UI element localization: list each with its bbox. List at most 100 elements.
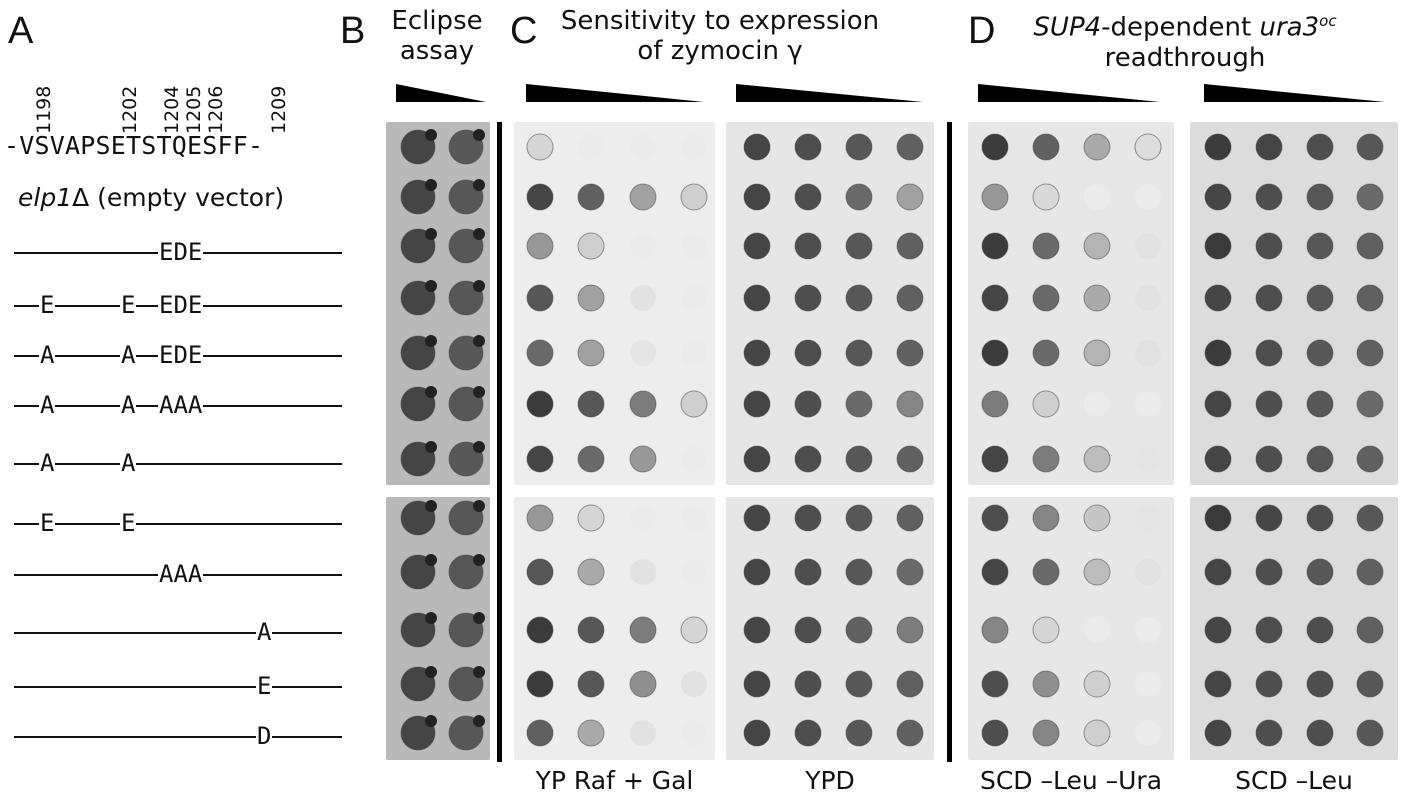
yeast-spot-d1 (1135, 559, 1161, 585)
yeast-spot-d1 (981, 133, 1009, 161)
tester-spot-b (425, 554, 437, 566)
yeast-spot-c1 (630, 559, 656, 585)
yeast-spot-c1 (629, 445, 657, 473)
yeast-spot-c2 (743, 719, 771, 747)
yeast-spot-d1 (1135, 340, 1161, 366)
yeast-spot-d1 (981, 445, 1009, 473)
yeast-spot-d1 (1083, 133, 1111, 161)
mutant-label: EDE (158, 341, 204, 369)
mutant-label: AAA (158, 560, 204, 588)
yeast-spot-d1 (1084, 184, 1110, 210)
medium-label-yp-raf-gal: YP Raf + Gal (535, 766, 694, 795)
yeast-spot-c2 (794, 339, 822, 367)
mutant-label: A (39, 341, 56, 369)
yeast-spot-c1 (526, 558, 554, 586)
yeast-spot-c2 (743, 183, 771, 211)
panel-label-c: C (510, 10, 538, 52)
zymocin-header: Sensitivity to expression of zymocin γ (540, 6, 900, 66)
yeast-spot-c1 (630, 233, 656, 259)
yeast-spot-d2 (1255, 504, 1283, 532)
yeast-spot-d1 (1134, 133, 1162, 161)
yeast-spot-c1 (629, 390, 657, 418)
tester-spot-b (473, 441, 485, 453)
yeast-spot-c2 (845, 339, 873, 367)
yeast-spot-c2 (896, 133, 924, 161)
yeast-spot-c1 (681, 446, 707, 472)
yeast-spot-c1 (577, 670, 605, 698)
yeast-spot-c2 (896, 232, 924, 260)
yeast-spot-d1 (981, 183, 1009, 211)
tester-spot-b (425, 280, 437, 292)
yeast-spot-c1 (680, 616, 708, 644)
mutant-label: AAA (158, 391, 204, 419)
yeast-spot-d1 (1135, 671, 1161, 697)
yeast-spot-c2 (896, 390, 924, 418)
yeast-spot-c2 (794, 616, 822, 644)
yeast-spot-d2 (1356, 616, 1384, 644)
yeast-spot-c2 (896, 719, 924, 747)
yeast-spot-c1 (577, 183, 605, 211)
mutant-label: E (39, 509, 56, 537)
yeast-spot-d2 (1356, 390, 1384, 418)
tester-spot-b (473, 612, 485, 624)
mutant-label: E (120, 291, 137, 319)
yeast-spot-d1 (1032, 284, 1060, 312)
yeast-spot-d1 (1032, 558, 1060, 586)
yeast-spot-c1 (681, 233, 707, 259)
yeast-spot-d1 (1032, 719, 1060, 747)
yeast-spot-d2 (1356, 183, 1384, 211)
yeast-spot-c2 (896, 445, 924, 473)
yeast-spot-c1 (577, 558, 605, 586)
yeast-spot-d1 (1032, 339, 1060, 367)
elp1-delta: Δ (72, 183, 90, 212)
zymocin-header-line1: Sensitivity to expression (560, 6, 880, 36)
yeast-spot-c2 (896, 616, 924, 644)
yeast-spot-d1 (1032, 616, 1060, 644)
divider-bar-b-c (497, 122, 502, 762)
yeast-spot-c1 (681, 134, 707, 160)
medium-label-scd-leu: SCD –Leu (1235, 766, 1353, 795)
yeast-spot-c2 (794, 284, 822, 312)
yeast-spot-d1 (1084, 617, 1110, 643)
wedge-b (396, 84, 486, 102)
yeast-spot-c2 (743, 616, 771, 644)
readthrough-header-line2: readthrough (1104, 42, 1266, 73)
yeast-spot-c1 (526, 339, 554, 367)
yeast-spot-c2 (794, 232, 822, 260)
yeast-spot-c1 (577, 504, 605, 532)
wedge-c2 (736, 84, 923, 102)
yeast-spot-d2 (1306, 339, 1334, 367)
mutant-label: EDE (158, 238, 204, 266)
yeast-spot-c1 (526, 670, 554, 698)
yeast-spot-c2 (794, 390, 822, 418)
elp1-rest: (empty vector) (89, 183, 285, 212)
tester-spot-b (425, 386, 437, 398)
dilution-wedges (396, 84, 1385, 102)
yeast-spot-c1 (526, 445, 554, 473)
yeast-spot-c2 (743, 339, 771, 367)
tester-spot-b (473, 554, 485, 566)
mutant-label: D (256, 722, 273, 750)
yeast-spot-d2 (1255, 670, 1283, 698)
tester-spot-b (473, 228, 485, 240)
yeast-spot-c1 (681, 505, 707, 531)
yeast-spot-d2 (1204, 670, 1232, 698)
yeast-spot-c2 (794, 183, 822, 211)
yeast-spot-c2 (743, 133, 771, 161)
mutant-label: A (39, 391, 56, 419)
yeast-spot-d2 (1204, 284, 1232, 312)
yeast-spot-d1 (1083, 504, 1111, 532)
mutant-label: A (256, 618, 273, 646)
yeast-spot-d2 (1356, 670, 1384, 698)
wedge-c1 (526, 84, 704, 102)
yeast-spot-c1 (526, 284, 554, 312)
tester-spot-b (425, 715, 437, 727)
yeast-spot-d1 (981, 504, 1009, 532)
yeast-spot-d1 (1135, 184, 1161, 210)
yeast-spot-d2 (1255, 284, 1283, 312)
yeast-spot-c2 (845, 232, 873, 260)
yeast-spot-d1 (1083, 719, 1111, 747)
yeast-spot-c1 (681, 671, 707, 697)
yeast-spot-c2 (845, 183, 873, 211)
yeast-spot-d1 (1032, 232, 1060, 260)
